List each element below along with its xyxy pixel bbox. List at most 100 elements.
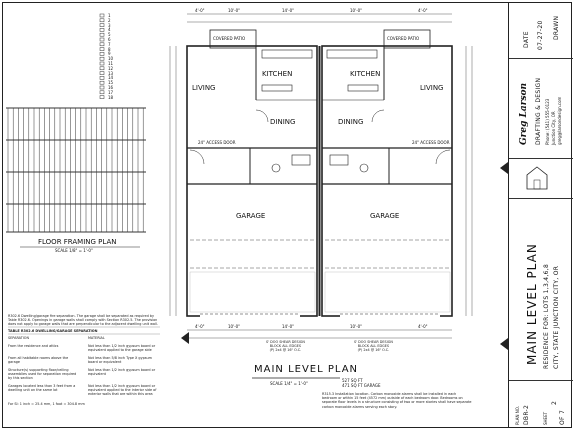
plan-title: MAIN LEVEL PLAN (254, 364, 359, 375)
legend-item: 2 (108, 17, 111, 23)
drawn-label: DRAWN (553, 15, 560, 40)
company-line-2: Junction City, OR (551, 111, 556, 145)
table-footnote: For SI: 1 inch = 25.4 mm, 1 foot = 304.8… (8, 402, 85, 406)
kitchen-right-label: KITCHEN (350, 70, 381, 78)
dimension-label: 14'-0" (282, 8, 295, 13)
attic-access-right: 24" ACCESS DOOR (412, 140, 450, 145)
legend-item: 13 (108, 70, 114, 76)
section-marker-icon-3 (181, 332, 189, 344)
legend-item: 4 (108, 27, 111, 33)
table-title: TABLE R302.6 DWELLING/GARAGE SEPARATION (8, 329, 98, 333)
legend-item: 10 (108, 56, 114, 62)
logo-cell (509, 158, 573, 198)
legend-symbol-icon (99, 32, 105, 37)
living-right-label: LIVING (420, 84, 444, 92)
legend-item: 15 (108, 80, 114, 86)
legend-symbol-icon (99, 52, 105, 56)
company-name: DRAFTING & DESIGN (535, 77, 542, 145)
legend-symbol-icon (99, 42, 105, 47)
sheet-of: OF 7 (559, 409, 566, 425)
floor-framing-title: FLOOR FRAMING PLAN (38, 238, 117, 246)
section-marker-icon-2 (500, 338, 508, 350)
floor-framing-grid (6, 107, 146, 233)
dimension-label: 10'-0" (350, 8, 363, 13)
legend-item: 17 (108, 89, 114, 95)
fire-separation-note: R302.6 Dwelling/garage fire separation. … (8, 314, 158, 327)
dimension-label: 14'-0" (282, 324, 295, 329)
legend-item: 14 (108, 75, 114, 81)
dimension-label: 4'-0" (195, 8, 205, 13)
legend-symbol-icon (99, 90, 105, 95)
co-alarm-note: R315.3 Installation location. Carbon mon… (322, 392, 472, 409)
dimension-label: 10'-0" (350, 324, 363, 329)
sheet-title: MAIN LEVEL PLAN (525, 243, 539, 365)
sheet-number-cell: PLAN NO. DBR-2 SHEET 2 OF 7 (509, 380, 573, 428)
dimension-label: 4'-0" (195, 324, 205, 329)
table-row4-sep: Garages located less than 3 feet from a … (8, 384, 76, 393)
main-plan-walls (186, 29, 453, 318)
legend-symbol-icon (99, 61, 105, 66)
dimension-label: 4'-0" (418, 8, 428, 13)
legend-symbol-icon (99, 47, 105, 51)
legend-item: 11 (108, 61, 114, 66)
sheet-border (2, 2, 572, 428)
shear-note-left: S' DOO SHEAR DESIGN BLOCK ALL EDGES (P) … (266, 340, 305, 353)
designer-cell: Greg Larson DRAFTING & DESIGN Phone: (54… (509, 58, 573, 158)
project-location: CITY, STATE JUNCTION CITY, OR (553, 265, 560, 369)
legend-item: 6 (108, 37, 111, 42)
table-row4-mat: Not less than 1/2 inch gypsum board or e… (88, 384, 157, 397)
legend-item: 7 (108, 41, 111, 47)
covered-patio-right: COVERED PATIO (387, 36, 420, 41)
area-garage: 471 SQ FT GARAGE (342, 383, 381, 388)
covered-patio-left: COVERED PATIO (213, 36, 246, 41)
table-row2-sep: From all habitable rooms above the garag… (8, 356, 69, 365)
dimension-lines (169, 13, 473, 339)
legend-symbol-icon (99, 18, 105, 23)
dimension-label: 10'-0" (228, 324, 241, 329)
legend-symbol-icon (99, 56, 105, 61)
garage-right-label: GARAGE (370, 212, 400, 220)
sheet-label: SHEET (543, 411, 548, 425)
plan-scale: SCALE 1/4" = 1'-0" (270, 381, 308, 386)
legend-symbol-icon (99, 85, 105, 90)
legend-symbols (99, 13, 105, 99)
sheet-title-cell: MAIN LEVEL PLAN RESIDENCE FOR: LOTS 1,3,… (509, 198, 573, 380)
legend-item: 9 (108, 51, 111, 57)
table-row3-mat: Not less than 1/2 inch gypsum board or e… (88, 368, 156, 377)
house-logo-icon (526, 166, 548, 190)
kitchen-left-label: KITCHEN (262, 70, 293, 78)
date-value: 07-27-20 (537, 20, 544, 50)
company-line-1: Phone: (541) 555-0123 (545, 98, 550, 145)
company-line-3: greg@larsondesign.com (557, 96, 562, 145)
legend-item: 8 (108, 46, 111, 52)
table-row1-mat: Not less than 1/2 inch gypsum board or e… (88, 344, 156, 353)
garage-left-label: GARAGE (236, 212, 266, 220)
dining-left-label: DINING (270, 118, 296, 126)
legend-item: 12 (108, 65, 114, 71)
table-row3-sep: Structure(s) supporting floor/ceiling as… (8, 368, 77, 381)
floor-framing-scale: SCALE 1/8" = 1'-0" (55, 248, 93, 253)
section-marker-icon (500, 162, 508, 174)
plan-no-label: PLAN NO. (515, 406, 520, 425)
shear-note-right: S' DOO SHEAR DESIGN BLOCK ALL EDGES (P) … (354, 340, 393, 353)
project-name: RESIDENCE FOR: LOTS 1,3,4,6,8 (543, 263, 550, 369)
legend-symbol-icon (99, 80, 105, 85)
legend-symbol-icon (99, 37, 105, 42)
attic-access-left: 24" ACCESS DOOR (198, 140, 236, 145)
dining-right-label: DINING (338, 118, 364, 126)
legend-symbol-icon (99, 23, 105, 27)
plan-no-value: DBR-2 (523, 404, 530, 425)
table-row1-sep: From the residence and attics (8, 344, 59, 348)
legend-symbol-icon (99, 28, 105, 32)
table-col-material: MATERIAL (88, 336, 105, 340)
legend-item: 18 (108, 94, 114, 100)
legend-item: 16 (108, 85, 114, 90)
date-cell: DATE 07-27-20 DRAWN (509, 2, 573, 58)
area-living: 527 SQ FT (342, 378, 363, 383)
legend-symbol-icon (99, 13, 105, 18)
legend-symbol-icon (99, 66, 105, 71)
designer-signature: Greg Larson (519, 82, 529, 145)
legend-symbol-icon (99, 71, 105, 75)
